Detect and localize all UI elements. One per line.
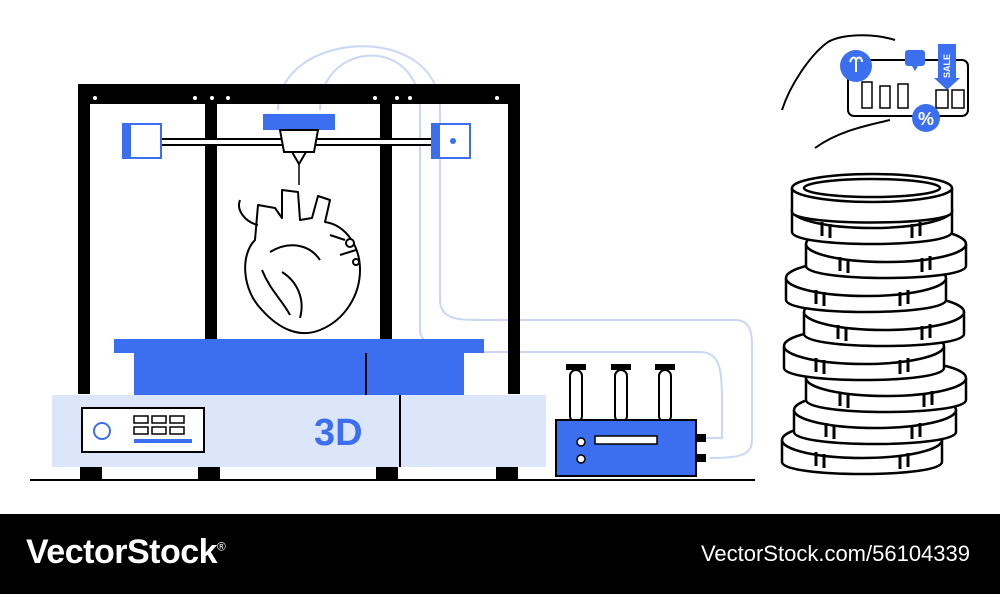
brand-name: VectorStock <box>26 533 218 571</box>
printed-heart <box>238 189 361 335</box>
registered-mark: ® <box>217 539 226 554</box>
stock-id: VectorStock.com/56104339 <box>700 541 970 566</box>
coin <box>790 172 954 224</box>
3d-printer: 3D <box>52 84 546 480</box>
test-tube-rack <box>555 364 706 477</box>
discount-percent-icon: % <box>918 109 934 129</box>
vectorstock-logo: VectorStock® <box>26 533 226 572</box>
watermark-footer: VectorStock® VectorStock.com/56104339 <box>0 514 1000 594</box>
illustration-canvas: 3D <box>30 34 969 481</box>
feed-tubes <box>277 45 753 459</box>
phone-sale-badge: SALE <box>942 54 952 78</box>
print-head <box>263 114 335 185</box>
smartphone-shopping: SALE % <box>781 34 969 149</box>
coin-edge-marks <box>814 222 934 469</box>
coin-stack <box>780 172 968 476</box>
printer-label: 3D <box>314 412 363 454</box>
